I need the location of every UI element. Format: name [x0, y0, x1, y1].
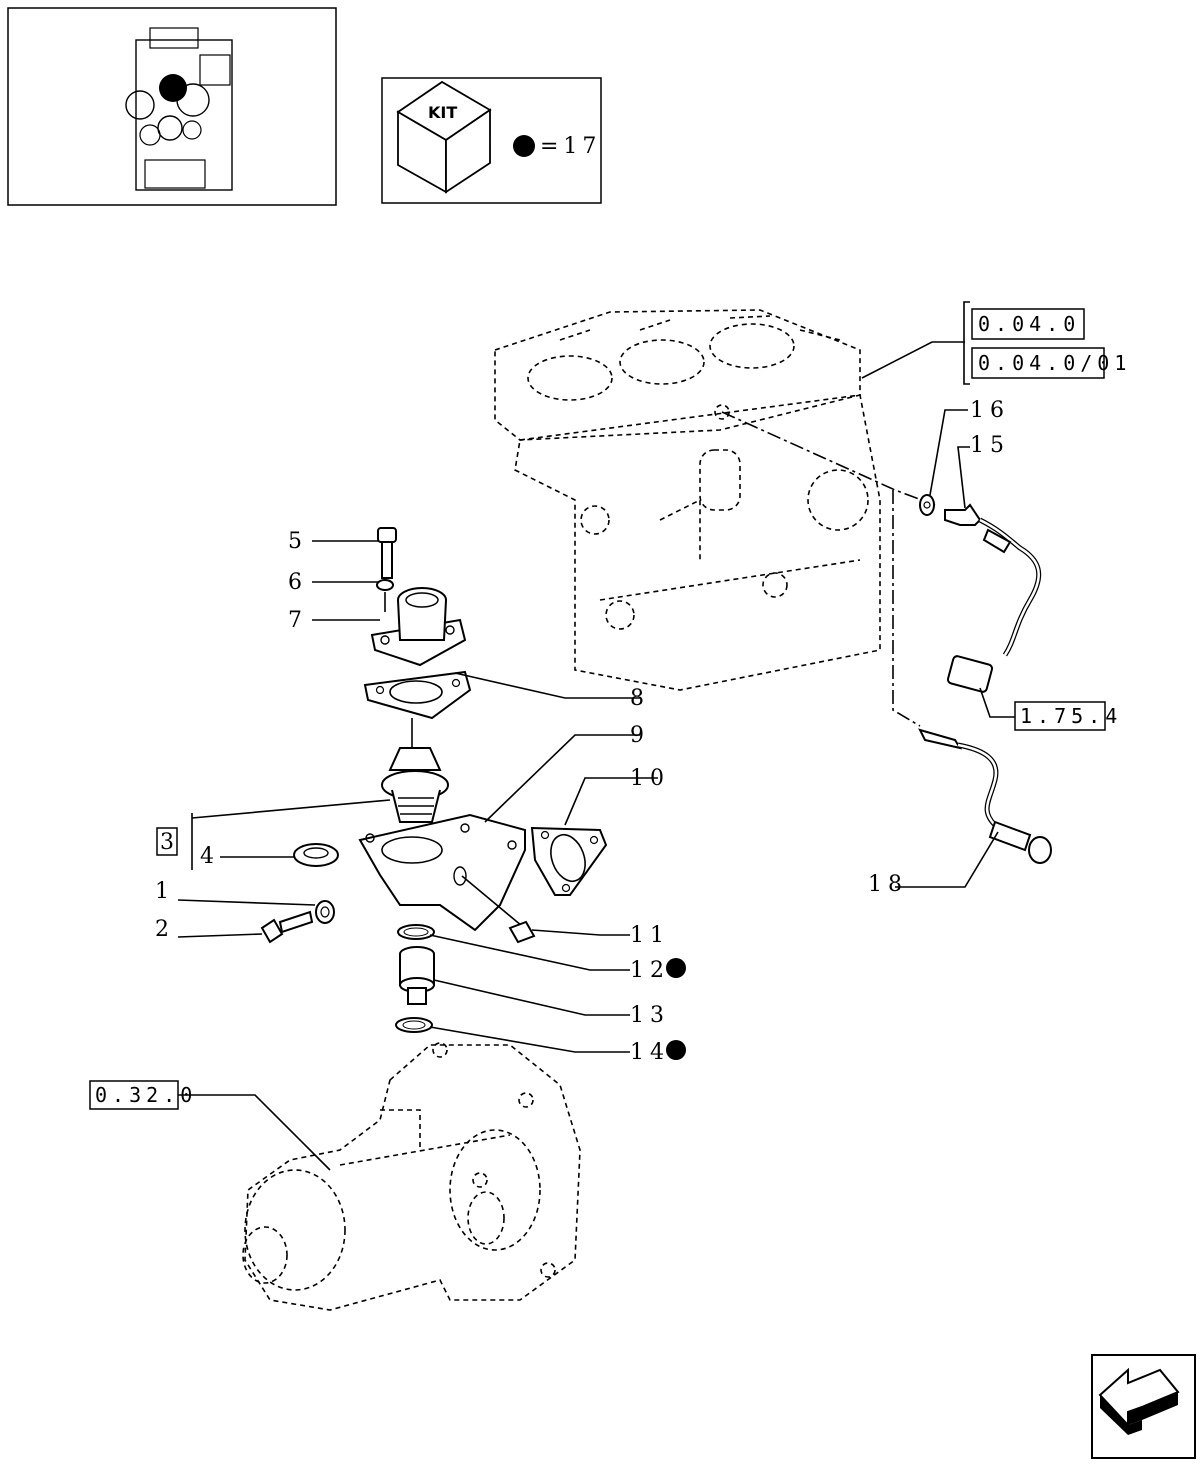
washer-6	[376, 579, 394, 612]
plug-11	[508, 920, 536, 944]
kit-legend-panel: KIT =17	[381, 77, 602, 204]
thermostat-housing-9	[358, 813, 526, 932]
engine-thumbnail-panel	[7, 7, 337, 206]
reference-1-75-4: 1.75.4	[1020, 704, 1122, 728]
engine-block-outline	[494, 309, 881, 691]
part-label-11: 11	[630, 923, 670, 948]
part-label-6: 6	[288, 570, 308, 595]
reference-box-1-75-4	[1014, 701, 1106, 731]
kit-equals-text: =17	[540, 134, 601, 159]
part-label-9: 9	[630, 723, 650, 748]
sensor-18	[918, 728, 1052, 864]
part-label-14: 14	[630, 1040, 670, 1065]
kit-label: KIT	[428, 103, 457, 122]
gasket-8	[363, 670, 472, 720]
sensor-washer-16	[919, 494, 935, 516]
part-label-8: 8	[630, 686, 650, 711]
part-label-7: 7	[288, 608, 308, 633]
reference-0-04-0: 0.04.0	[978, 312, 1080, 336]
kit-marker-12	[666, 958, 686, 978]
reference-0-04-0-01: 0.04.0/01	[978, 351, 1131, 375]
part-label-1: 1	[155, 879, 175, 904]
part-label-18: 18	[868, 872, 908, 897]
kit-marker-14	[666, 1040, 686, 1060]
assembly-centerlines	[721, 411, 936, 727]
part-label-12: 12	[630, 958, 670, 983]
temperature-sensor-15	[944, 503, 1042, 693]
bolt-2	[260, 910, 314, 944]
reference-box-0-04-0-01	[971, 347, 1105, 379]
gasket-10	[530, 826, 608, 896]
oring-14	[395, 1017, 433, 1033]
kit-cube-icon	[396, 80, 492, 194]
sensor-connector	[946, 655, 994, 693]
oring-12	[397, 924, 435, 940]
outlet-cover-7	[370, 587, 467, 667]
part-labels: 5 6 7 8 9 10 4 1 2 11 12 13 14 16 15 18 …	[155, 398, 1010, 1065]
part-label-4: 4	[200, 844, 220, 869]
reference-boxes: 0.04.0 0.04.0/01 1.75.4 0.32.0	[89, 301, 1131, 1110]
part-label-3: 3	[160, 830, 180, 855]
reference-box-0-32-0	[89, 1080, 179, 1110]
part-label-16: 16	[970, 398, 1010, 423]
previous-page-button[interactable]	[1091, 1354, 1196, 1459]
water-pump-outline	[242, 1042, 581, 1311]
part-label-3-box	[156, 827, 178, 856]
washer-1	[315, 900, 335, 924]
bolt-5	[377, 527, 397, 579]
thermostat-3	[381, 718, 449, 823]
part-label-15: 15	[970, 433, 1010, 458]
reference-0-32-0: 0.32.0	[95, 1083, 197, 1107]
seal-4	[293, 843, 339, 867]
part-label-13: 13	[630, 1003, 670, 1028]
engine-thumbnail-icon	[125, 27, 233, 191]
part-label-2: 2	[155, 917, 175, 942]
part-label-10: 10	[630, 766, 670, 791]
reference-box-0-04-0	[971, 308, 1085, 340]
valve-13	[399, 946, 435, 1005]
leader-lines	[177, 341, 1015, 1171]
kit-marker-dot	[513, 135, 535, 157]
part-label-5: 5	[288, 529, 308, 554]
back-arrow-icon	[1098, 1367, 1180, 1435]
